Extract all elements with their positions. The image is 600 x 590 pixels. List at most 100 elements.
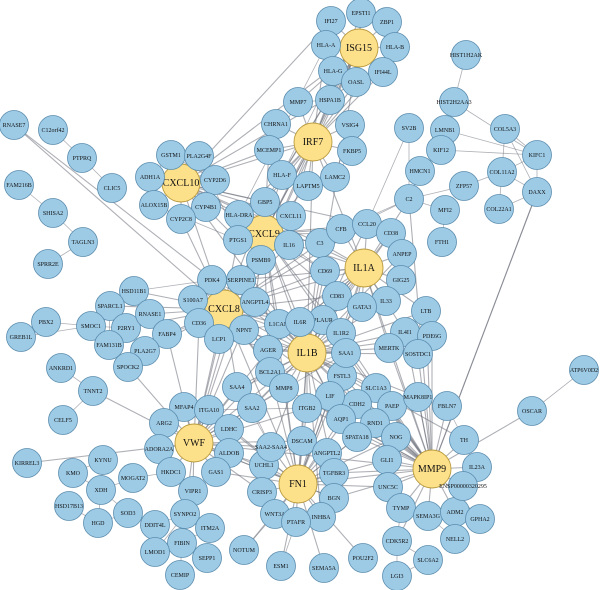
node-cfb[interactable]: CFB (326, 214, 356, 244)
node-mmp7[interactable]: MMP7 (283, 87, 313, 117)
node-celf5[interactable]: CELF5 (48, 405, 78, 435)
node-sepp1[interactable]: SEPP1 (192, 543, 222, 573)
node-sv2b[interactable]: SV2B (394, 113, 424, 143)
node-hsd17b13[interactable]: HSD17B13 (54, 491, 84, 521)
node-mfi2[interactable]: MFI2 (430, 195, 460, 225)
node-ltb[interactable]: LTB (411, 296, 441, 326)
node-nell2[interactable]: NELL2 (440, 524, 470, 554)
node-cxcl11[interactable]: CXCL11 (276, 201, 306, 231)
node-serpine1[interactable]: SERPINE1 (226, 265, 256, 295)
node-cd69[interactable]: CD69 (310, 256, 340, 286)
node-itgb2[interactable]: ITGB2 (292, 393, 322, 423)
node-hkdc1[interactable]: HKDC1 (156, 457, 186, 487)
node-ptprq[interactable]: PTPRQ (67, 143, 97, 173)
node-gas1[interactable]: GAS1 (201, 457, 231, 487)
node-il33[interactable]: IL33 (371, 286, 401, 316)
node-fbln7[interactable]: FBLN7 (432, 391, 462, 421)
node-oscar[interactable]: OSCAR (517, 396, 547, 426)
node-col5a3[interactable]: COL5A3 (490, 114, 520, 144)
node-c12orf42[interactable]: C12orf42 (38, 115, 68, 145)
node-fibin[interactable]: FIBIN (167, 528, 197, 558)
node-smoc1[interactable]: SMOC1 (76, 311, 106, 341)
node-hgd[interactable]: HGD (83, 508, 113, 538)
node-psmb9[interactable]: PSMB9 (246, 245, 276, 275)
node-notum[interactable]: NOTUM (229, 535, 259, 565)
node-itm2a[interactable]: ITM2A (195, 513, 225, 543)
node-pbx2[interactable]: PBX2 (31, 307, 61, 337)
node-sprr2e[interactable]: SPRR2E (33, 249, 63, 279)
node-sparcl1[interactable]: SPARCL1 (95, 291, 125, 321)
node-shisa2[interactable]: SHISA2 (38, 198, 68, 228)
node-vsig4[interactable]: VSIG4 (335, 110, 365, 140)
node-gbp5[interactable]: GBP5 (250, 187, 280, 217)
node-hist1h2ak[interactable]: HIST1H2AK (450, 40, 483, 70)
node-hla-f[interactable]: HLA-F (267, 160, 297, 190)
node-il1b[interactable]: IL1B (287, 333, 327, 373)
node-arg2[interactable]: ARG2 (149, 408, 179, 438)
node-oasl[interactable]: OASL (341, 67, 371, 97)
node-vwf[interactable]: VWF (174, 423, 214, 463)
node-hspa1b[interactable]: HSPA1B (315, 85, 345, 115)
node-rnase1[interactable]: RNASE1 (135, 299, 165, 329)
node-lcp1[interactable]: LCP1 (204, 324, 234, 354)
node-ptgs1[interactable]: PTGS1 (223, 225, 253, 255)
node-gstm1[interactable]: GSTM1 (156, 140, 186, 170)
node-ankrd1[interactable]: ANKRD1 (46, 353, 76, 383)
node-hmcn1[interactable]: HMCN1 (405, 156, 435, 186)
node-fam131b[interactable]: FAM131B (94, 330, 124, 360)
node-kif12[interactable]: KIF12 (426, 135, 456, 165)
node-dscam[interactable]: DSCAM (287, 426, 317, 456)
node-spock2[interactable]: SPOCK2 (113, 352, 143, 382)
node-sema3g[interactable]: SEMA3G (413, 501, 443, 531)
node-synpo2[interactable]: SYNPO2 (170, 499, 200, 529)
node-chrna1[interactable]: CHRNA1 (261, 109, 291, 139)
node-esm1[interactable]: ESM1 (266, 551, 296, 581)
node-epsti1[interactable]: EPSTI1 (346, 0, 376, 28)
node-greb1l[interactable]: GREB1L (6, 322, 36, 352)
node-atp6v0d2[interactable]: ATP6V0D2 (569, 355, 599, 385)
node-saa2-saa4[interactable]: SAA2-SAA4 (255, 432, 287, 462)
node-hla-b[interactable]: HLA-B (380, 32, 410, 62)
node-col22a1[interactable]: COL22A1 (484, 194, 514, 224)
node-cd36[interactable]: CD36 (184, 308, 214, 338)
node-hsd11b1[interactable]: HSD11B1 (119, 276, 149, 306)
node-slc6a2[interactable]: SLC6A2 (413, 545, 443, 575)
node-th[interactable]: TH (449, 425, 479, 455)
node-mapk8ip1[interactable]: MAPK8IP1 (403, 382, 433, 412)
node-hist2h2aa3[interactable]: HIST2H2AA3 (436, 87, 472, 117)
node-sod3[interactable]: SOD3 (113, 498, 143, 528)
node-cyp4b1[interactable]: CYP4B1 (191, 192, 221, 222)
node-hla-a[interactable]: HLA-A (311, 30, 341, 60)
node-saa4[interactable]: SAA4 (222, 372, 252, 402)
node-zfp57[interactable]: ZFP57 (449, 171, 479, 201)
node-laptm5[interactable]: LAPTM5 (293, 171, 323, 201)
node-adh1a[interactable]: ADH1A (135, 162, 165, 192)
node-zbp1[interactable]: ZBP1 (372, 7, 402, 37)
node-gli1[interactable]: GLI1 (372, 445, 402, 475)
node-tymp[interactable]: TYMP (386, 493, 416, 523)
node-itga10[interactable]: ITGA10 (194, 395, 224, 425)
node-unc5c[interactable]: UNC5C (373, 472, 403, 502)
node-il6r[interactable]: IL6R (285, 307, 315, 337)
node-clic5[interactable]: CLIC5 (97, 173, 127, 203)
node-kynu[interactable]: KYNU (88, 445, 118, 475)
node-lmod1[interactable]: LMOD1 (140, 537, 170, 567)
node-xdh[interactable]: XDH (86, 475, 116, 505)
node-fabp4[interactable]: FABP4 (152, 319, 182, 349)
node-sostdc1[interactable]: SOSTDC1 (403, 339, 433, 369)
node-kifc1[interactable]: KIFC1 (522, 140, 552, 170)
node-c2[interactable]: C2 (394, 184, 424, 214)
node-cdk5r2[interactable]: CDK5R2 (382, 526, 412, 556)
node-ldhc[interactable]: LDHC (214, 414, 244, 444)
node-il16[interactable]: IL16 (274, 230, 304, 260)
node-inhba[interactable]: INHBA (306, 502, 336, 532)
node-gig25[interactable]: GIG25 (386, 265, 416, 295)
node-mmp8[interactable]: MMP8 (269, 373, 299, 403)
node-cemip[interactable]: CEMIP (165, 560, 195, 590)
node-cyp2d6[interactable]: CYP2D6 (200, 165, 230, 195)
node-pla2g4f[interactable]: PLA2G4F (184, 141, 214, 171)
node-ptafr[interactable]: PTAFR (281, 507, 311, 537)
node-fkbp5[interactable]: FKBP5 (337, 136, 367, 166)
node-daxx[interactable]: DAXX (522, 177, 552, 207)
node-anpep[interactable]: ANPEP (387, 239, 417, 269)
